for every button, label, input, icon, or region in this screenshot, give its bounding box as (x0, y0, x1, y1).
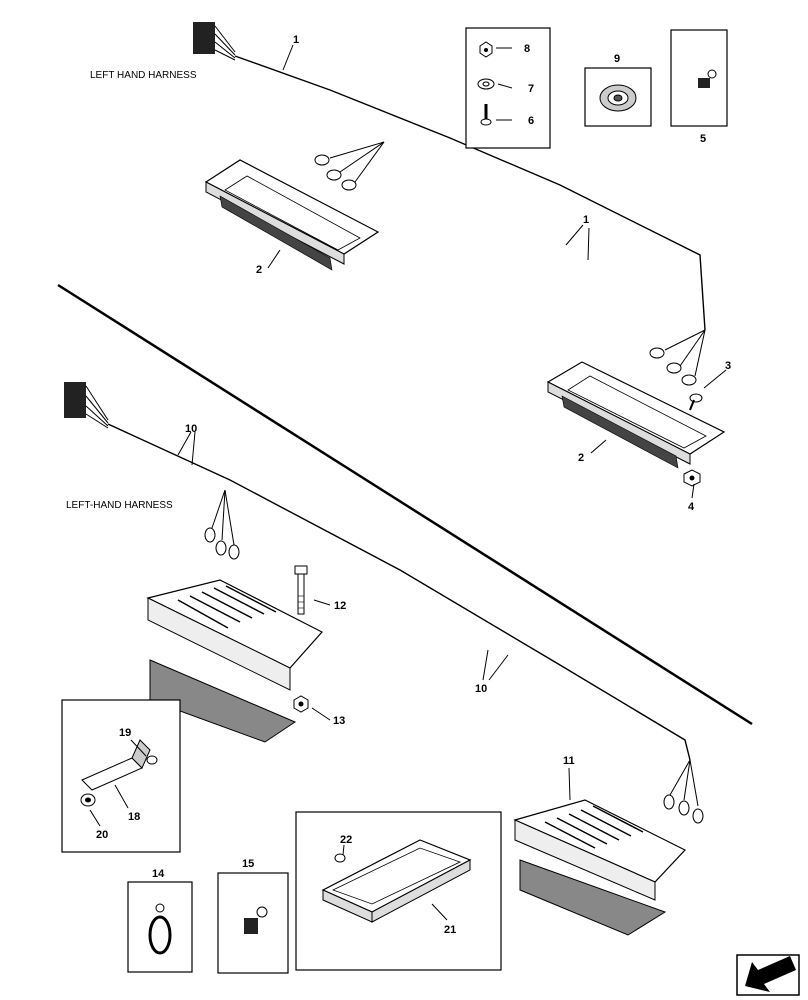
clip-inset-box-lower (217, 872, 289, 974)
fuse-block-right (513, 799, 686, 936)
ring-terminals-lower-1 (204, 489, 240, 560)
screw-part-3 (689, 393, 703, 411)
ring-terminals-lower-2 (663, 759, 704, 824)
callout-13: 13 (333, 715, 345, 727)
ring-terminals-upper-2 (649, 329, 706, 386)
connector-plug-upper (193, 22, 236, 61)
harness-cable-lower (107, 423, 691, 761)
bolt-part-12 (294, 565, 308, 615)
nut-part-13 (293, 695, 309, 713)
harness-caption-lower: LEFT-HAND HARNESS (66, 500, 173, 511)
section-divider-line (57, 283, 753, 726)
callout-2-a: 2 (256, 264, 262, 276)
callout-4: 4 (688, 501, 695, 513)
callout-21: 21 (444, 924, 456, 936)
connector-plug-lower (64, 382, 109, 429)
module-part-2-a (204, 159, 380, 271)
callout-19: 19 (119, 727, 131, 739)
callout-22: 22 (340, 834, 352, 846)
harness-cable-upper (234, 55, 706, 331)
callout-14: 14 (152, 868, 165, 880)
strap-inset-box (127, 881, 193, 973)
callout-leaders (89, 44, 727, 921)
module-part-2-b (546, 361, 726, 469)
ring-terminals-upper-1 (314, 141, 385, 191)
callout-1-b: 1 (583, 214, 589, 226)
callout-2-b: 2 (578, 452, 584, 464)
callout-12: 12 (334, 600, 346, 612)
callout-5: 5 (700, 133, 706, 145)
callout-9: 9 (614, 53, 620, 65)
arrow-left-down-icon (736, 954, 800, 996)
callout-1-a: 1 (293, 34, 299, 46)
cover-inset-box (295, 811, 502, 971)
clip-inset-box (670, 29, 728, 127)
callout-3: 3 (725, 360, 731, 372)
callout-10-b: 10 (475, 683, 487, 695)
callout-8: 8 (524, 43, 530, 55)
callout-20: 20 (96, 829, 108, 841)
nut-part-4 (683, 469, 701, 487)
callout-7: 7 (528, 83, 534, 95)
callout-10-a: 10 (185, 423, 197, 435)
hardware-inset-box (465, 27, 551, 149)
harness-caption-upper: LEFT HAND HARNESS (90, 70, 197, 81)
callout-6: 6 (528, 115, 534, 127)
callout-15: 15 (242, 858, 254, 870)
callout-11: 11 (563, 755, 575, 767)
fuse-block-left (146, 579, 323, 743)
bracket-inset-box (61, 699, 181, 853)
grommet-inset-box (584, 67, 652, 127)
callout-18: 18 (128, 811, 140, 823)
